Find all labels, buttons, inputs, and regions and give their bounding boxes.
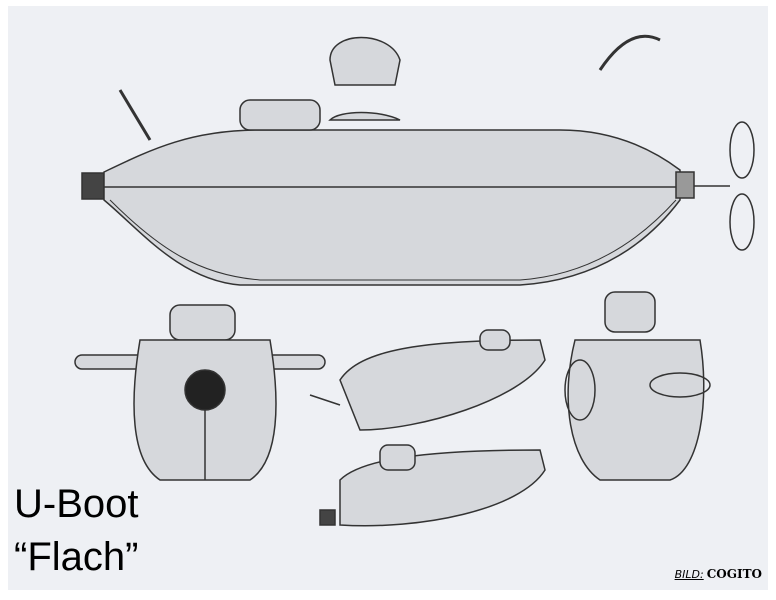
caption-line-2: “Flach”	[14, 535, 139, 579]
caption-line-1: U-Boot	[14, 482, 139, 526]
perspective-views	[309, 291, 711, 527]
main-side-view	[81, 34, 755, 286]
credit-name: COGITO	[706, 567, 762, 581]
front-view	[74, 304, 326, 481]
image-credit: BILD: COGITO	[675, 567, 762, 581]
credit-label: BILD:	[674, 568, 704, 581]
